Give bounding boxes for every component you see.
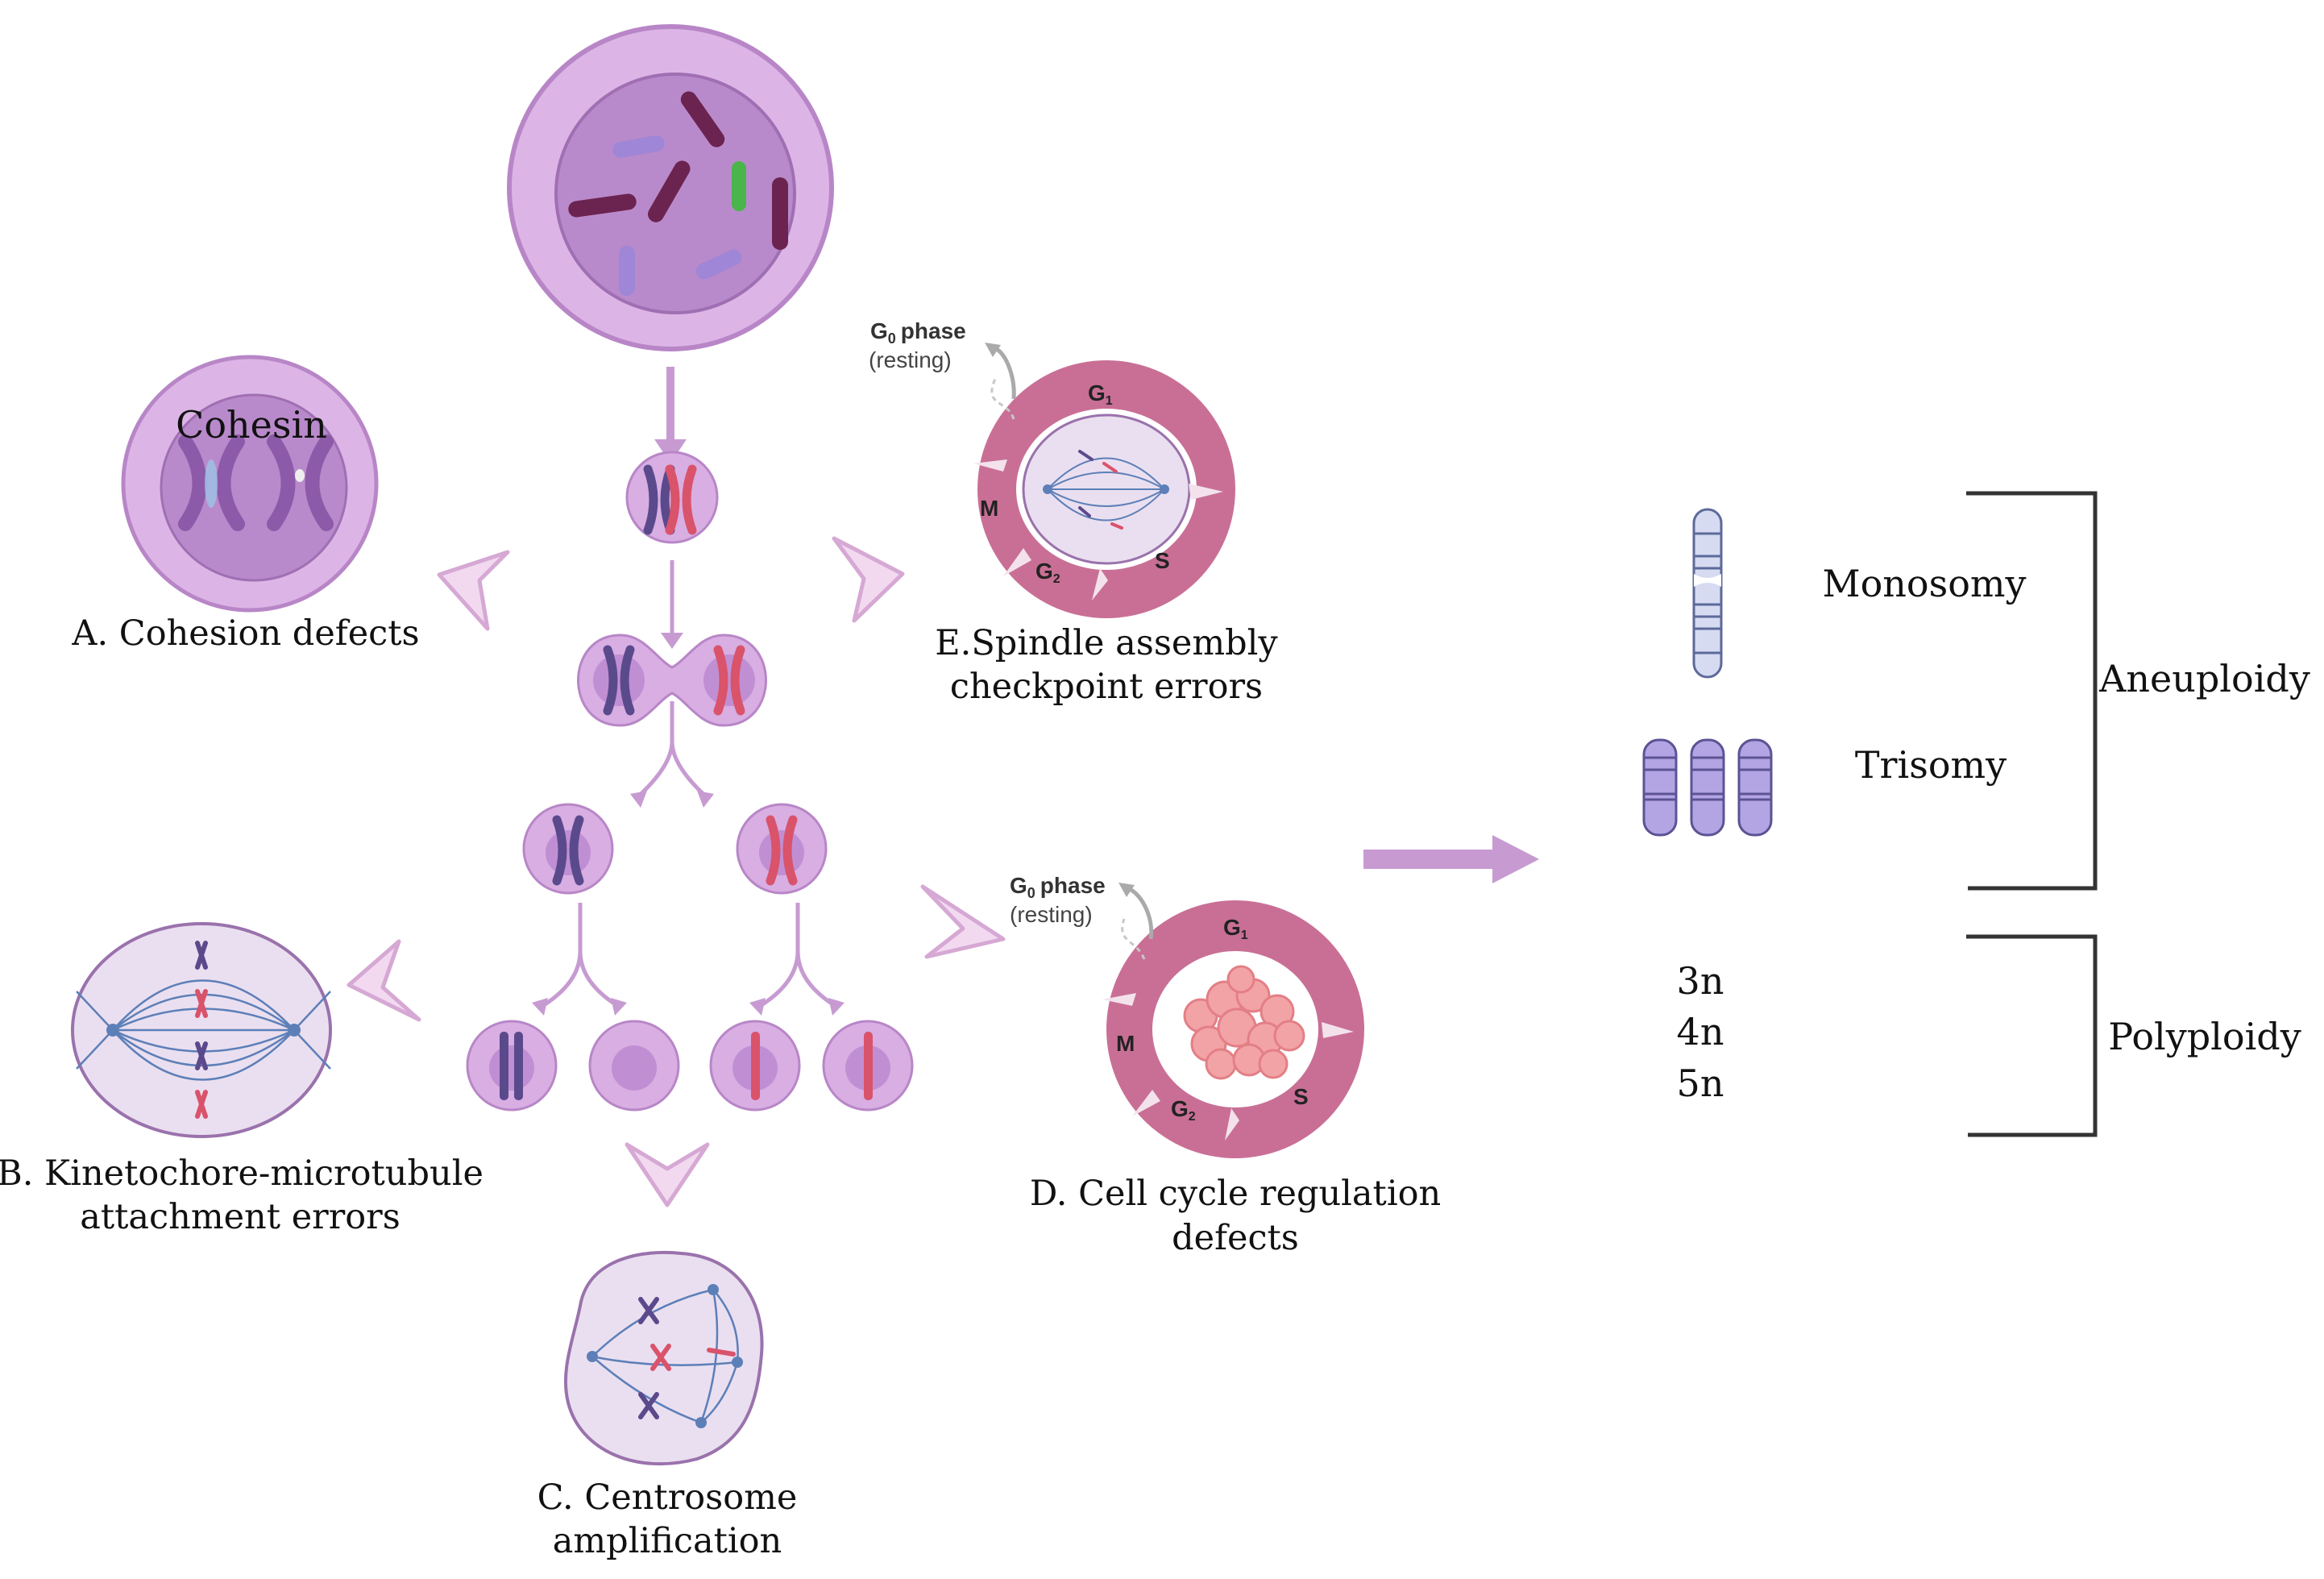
ploidy-4n: 4n xyxy=(1677,1010,1724,1053)
ploidy-5n: 5n xyxy=(1677,1062,1724,1105)
chevron-to-c xyxy=(625,1142,710,1207)
chevron-to-b xyxy=(347,939,421,1022)
granddaughter-cell xyxy=(709,1020,801,1112)
s-label: S xyxy=(1155,548,1170,573)
top-nucleus-cell xyxy=(507,24,834,351)
chevron-to-a xyxy=(437,550,510,631)
granddaughter-cell xyxy=(822,1020,914,1112)
monosomy-chromosome xyxy=(1692,508,1723,679)
trisomy-chromosomes xyxy=(1642,738,1773,837)
ploidy-3n: 3n xyxy=(1677,959,1724,1003)
granddaughter-cell xyxy=(466,1020,558,1112)
caption-b-line2: attachment errors xyxy=(80,1197,400,1237)
polyploidy-bracket xyxy=(1966,934,2098,1137)
g1-label: G1 xyxy=(1223,915,1248,942)
flow-arrow xyxy=(661,560,683,649)
monosomy-label: Monosomy xyxy=(1822,562,2026,605)
caption-d-line2: defects xyxy=(1172,1218,1299,1258)
cohesin-cell: Cohesin xyxy=(121,355,379,613)
dividing-cell-2 xyxy=(577,634,767,727)
chevron-to-d xyxy=(920,884,1006,959)
caption-d-line1: D. Cell cycle regulation xyxy=(1030,1174,1441,1214)
caption-e-line1: E.Spindle assembly xyxy=(935,623,1278,663)
flow-arrow xyxy=(654,367,687,463)
caption-a: A. Cohesion defects xyxy=(71,613,419,654)
split-arrow xyxy=(538,903,840,1010)
s-label: S xyxy=(1293,1084,1309,1109)
g2-label: G2 xyxy=(1035,559,1060,586)
trisomy-label: Trisomy xyxy=(1855,743,2007,787)
caption-c-line2: amplification xyxy=(553,1521,782,1561)
m-label: M xyxy=(1116,1031,1135,1056)
daughter-cell-purple xyxy=(522,803,614,895)
caption-c-line1: C. Centrosome xyxy=(537,1477,798,1518)
dividing-cell-1 xyxy=(625,451,719,544)
g2-label: G2 xyxy=(1171,1096,1196,1124)
resting-label: (resting) xyxy=(869,347,952,372)
aneuploidy-bracket xyxy=(1966,491,2098,891)
polyploidy-label: Polyploidy xyxy=(2108,1015,2301,1058)
g1-label: G1 xyxy=(1088,380,1113,408)
chromosome xyxy=(568,91,788,296)
resting-label: (resting) xyxy=(1010,902,1093,927)
multipolar-spindle-cell xyxy=(564,1250,764,1466)
chevron-to-e xyxy=(832,536,905,623)
m-label: M xyxy=(980,496,998,521)
aneuploidy-label: Aneuploidy xyxy=(2098,657,2310,700)
caption-b-line1: B. Kinetochore-microtubule xyxy=(0,1153,483,1194)
spindle-cell-b xyxy=(71,922,332,1138)
daughter-cell-red xyxy=(736,803,828,895)
outcome-arrow xyxy=(1363,835,1539,883)
tumor-cell-cluster xyxy=(1183,965,1305,1080)
cohesin-label: Cohesin xyxy=(176,403,327,447)
granddaughter-cell xyxy=(588,1020,680,1112)
caption-e-line2: checkpoint errors xyxy=(950,667,1263,707)
